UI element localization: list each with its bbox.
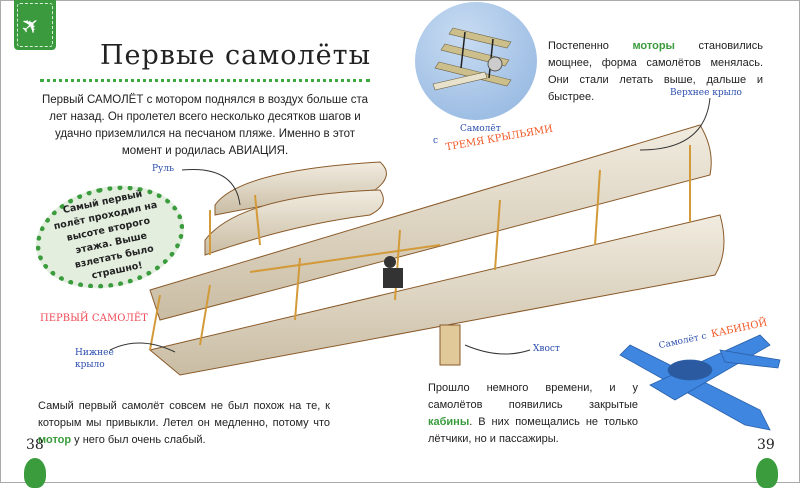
label-upper-wing: Верхнее крыло xyxy=(670,88,742,98)
page-number-left: 38 xyxy=(26,437,44,453)
triplane-caption-1: Самолёт xyxy=(460,124,501,134)
first-plane-text: Самый первый самолёт совсем не был похож… xyxy=(38,400,330,446)
label-tail: Хвост xyxy=(533,344,560,354)
section-bookmark: ✈ xyxy=(14,0,56,50)
triplane-photo xyxy=(415,2,537,120)
cabin-airplane xyxy=(619,334,781,431)
intro-text: Первый САМОЛЁТ с мотором поднялся в возд… xyxy=(41,94,369,157)
page-marker-right xyxy=(756,458,778,488)
triplane-caption-2: с xyxy=(433,136,439,146)
dotted-divider xyxy=(40,79,370,82)
page-title: Первые самолёты xyxy=(100,40,372,71)
label-first-plane: Первый самолёт xyxy=(40,313,148,324)
page-marker-left xyxy=(24,458,46,488)
cabin-text: Прошло немного времени, и у самолётов по… xyxy=(428,382,638,445)
label-rudder: Руль xyxy=(152,164,174,174)
page-number-right: 39 xyxy=(757,437,775,453)
engines-text: Постепенно моторы становились мощнее, фо… xyxy=(548,40,763,103)
label-lower-wing: Нижнее крыло xyxy=(75,348,114,370)
